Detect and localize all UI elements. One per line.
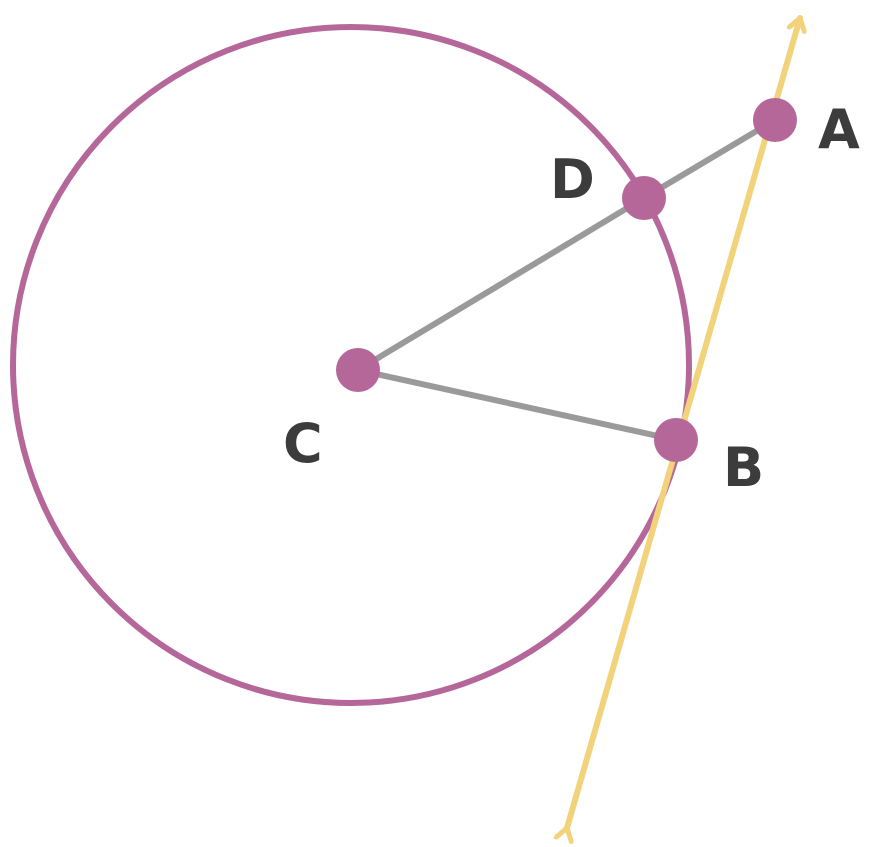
segment-da	[642, 117, 777, 201]
point-b	[654, 418, 698, 462]
segment-cd	[356, 195, 646, 373]
point-c	[336, 348, 380, 392]
label-a: A	[818, 98, 860, 161]
label-d: D	[550, 148, 595, 211]
point-d	[622, 176, 666, 220]
point-a	[753, 98, 797, 142]
segment-cb	[357, 367, 677, 443]
label-b: B	[723, 436, 764, 499]
label-c: C	[283, 412, 323, 475]
